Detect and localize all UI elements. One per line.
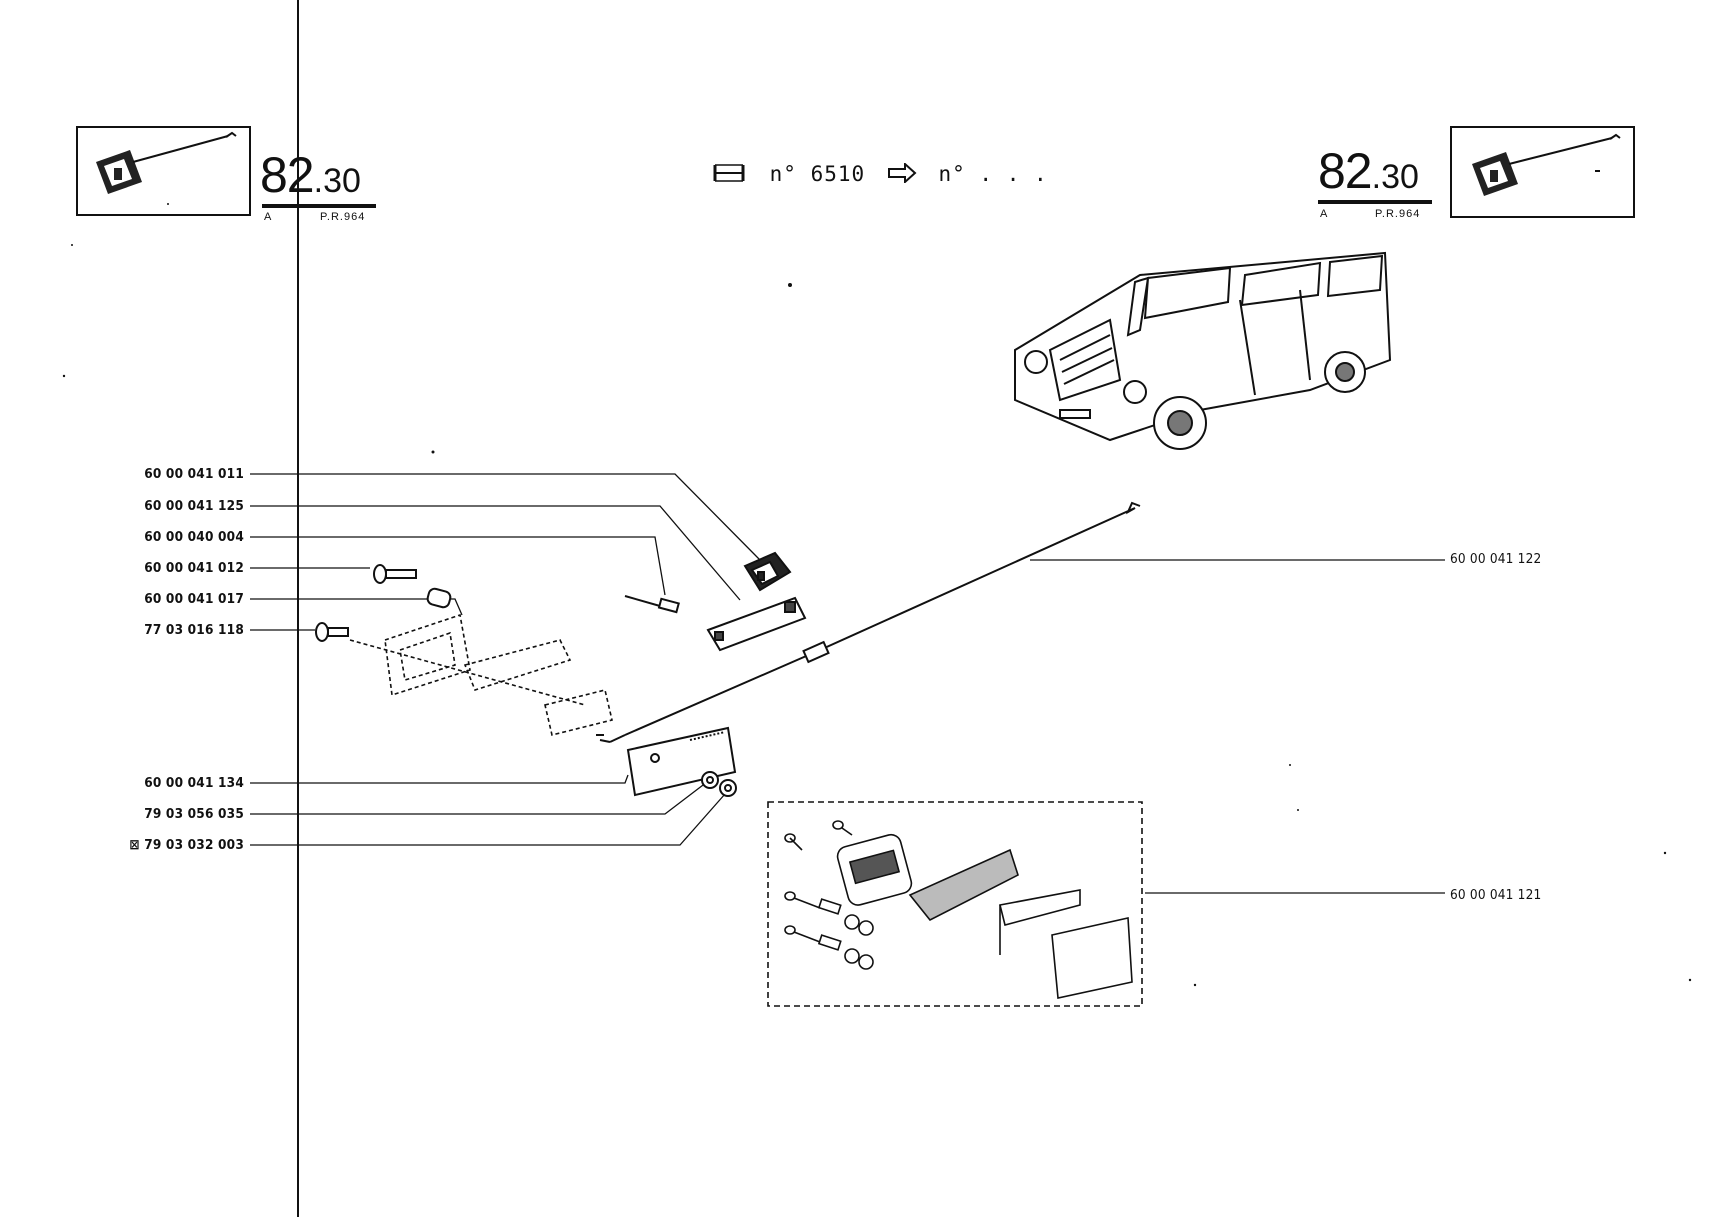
page-binding-line [297, 0, 299, 1217]
part-ref-60-00-040-004: 60 00 040 004 [144, 529, 244, 545]
part-ref-60-00-041-122: 60 00 041 122 [1450, 551, 1542, 567]
section-ref-left: P.R.964 [320, 211, 366, 223]
serial-start: n° 6510 [769, 162, 866, 186]
section-number-right: 82.30 [1318, 146, 1419, 196]
escutcheon-plate [706, 596, 807, 652]
pin-part [624, 595, 680, 614]
boxed-cross-icon: ⊠ [129, 837, 140, 853]
repair-kit-box [767, 801, 1143, 1007]
thumbnail-right [1450, 126, 1635, 218]
door-handle-thumbnail-icon [96, 131, 237, 205]
door-handle-part [743, 551, 792, 592]
lock-rod [624, 501, 1141, 736]
part-ref-60-00-041-125: 60 00 041 125 [144, 498, 244, 514]
section-ref-right: P.R.964 [1375, 208, 1421, 220]
washer-part [701, 771, 737, 797]
screw-part-2 [315, 622, 349, 642]
part-ref-60-00-041-011: 60 00 041 011 [144, 466, 244, 482]
leader-line [250, 774, 629, 784]
repair-kit-parts [784, 820, 1133, 999]
part-ref-60-00-041-017: 60 00 041 017 [144, 591, 244, 607]
right-outline-arrow-icon [887, 161, 931, 186]
serial-end: n° . . . [938, 162, 1048, 186]
part-ref-text: 79 03 032 003 [144, 837, 244, 853]
serial-range: n° 6510 n° . . . [712, 161, 1048, 186]
leader-line [250, 793, 726, 846]
section-number-left: 82.30 [260, 150, 361, 200]
part-ref-60-00-041-012: 60 00 041 012 [144, 560, 244, 576]
thumbnail-left [76, 126, 251, 216]
part-ref-77-03-016-118: 77 03 016 118 [144, 622, 244, 638]
part-ref-79-03-056-035: 79 03 056 035 [144, 806, 244, 822]
section-minor: .30 [1371, 158, 1419, 196]
section-letter-right: A [1320, 208, 1329, 220]
leader-line [250, 505, 741, 601]
section-rule-right [1318, 200, 1432, 204]
handle-housing-ghost [349, 613, 613, 736]
scan-specks [62, 244, 1692, 987]
leader-line [250, 473, 761, 561]
leader-line [250, 536, 666, 596]
vehicle-illustration [1014, 251, 1392, 450]
section-rule-left [262, 204, 376, 208]
door-handle-thumbnail-icon [1472, 133, 1621, 196]
section-major: 82 [1318, 143, 1373, 199]
part-ref-79-03-032-003: ⊠ 79 03 032 003 [74, 837, 244, 853]
screw-part [373, 564, 417, 584]
axle-symbol-icon [712, 162, 760, 186]
spacer-part [426, 587, 452, 609]
part-ref-60-00-041-134: 60 00 041 134 [144, 775, 244, 791]
section-major: 82 [260, 147, 315, 203]
section-minor: .30 [313, 162, 361, 200]
cover-plate [626, 726, 737, 797]
leader-line [250, 781, 708, 815]
rod-connector [802, 640, 830, 664]
section-letter-left: A [264, 211, 273, 223]
lock-rod-lower [609, 734, 626, 743]
part-ref-60-00-041-121: 60 00 041 121 [1450, 887, 1542, 903]
